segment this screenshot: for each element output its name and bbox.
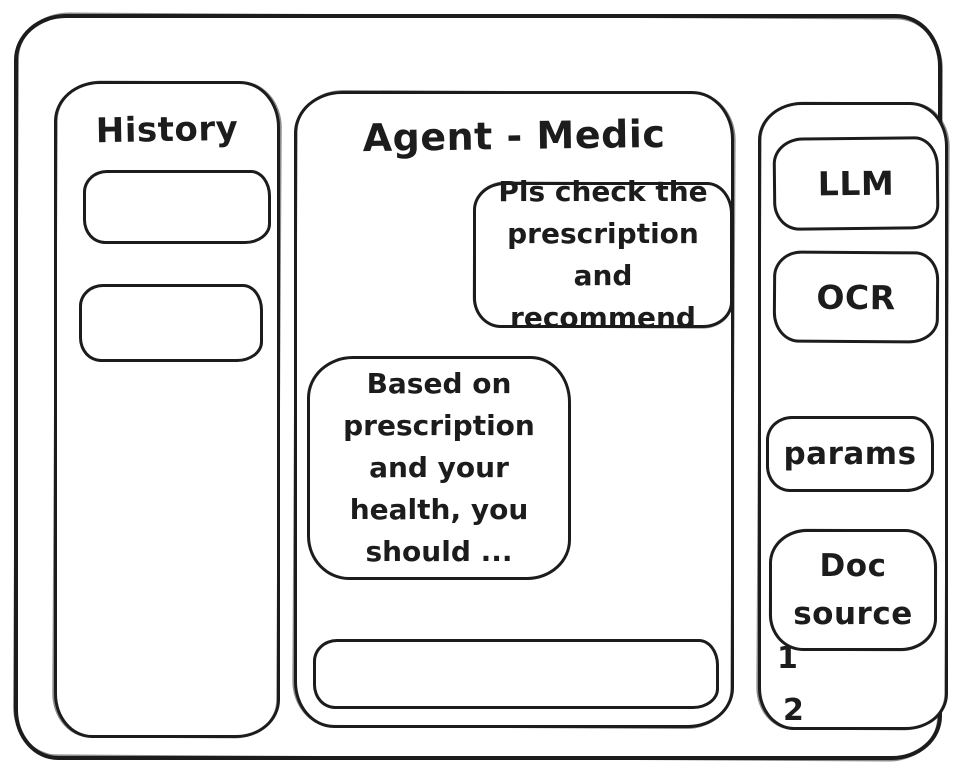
params-button-label: params (783, 436, 917, 472)
llm-button[interactable]: LLM (772, 136, 940, 231)
history-item[interactable] (83, 170, 271, 244)
ocr-button[interactable]: OCR (772, 250, 940, 344)
history-panel: History (54, 81, 280, 738)
doc-source-list-item[interactable]: 1 (777, 641, 798, 676)
assistant-message-text: Based on prescription and your health, y… (343, 367, 535, 568)
chat-input[interactable] (313, 639, 719, 709)
chat-title: Agent - Medic (362, 111, 666, 161)
user-message-text: Pls check the prescription and recommend (498, 175, 708, 334)
doc-source-list-item[interactable]: 2 (783, 693, 804, 728)
user-message-bubble: Pls check the prescription and recommend (473, 175, 733, 334)
assistant-message-bubble: Based on prescription and your health, y… (307, 356, 571, 580)
history-item[interactable] (79, 284, 263, 362)
ocr-button-label: OCR (816, 277, 896, 317)
llm-button-label: LLM (817, 163, 895, 204)
chat-panel: Agent - Medic Pls check the prescription… (294, 91, 734, 728)
history-title: History (95, 108, 239, 152)
tools-panel: LLM OCR params Doc source 1 2 (758, 102, 948, 730)
doc-source-button-label: Doc source (793, 547, 913, 632)
doc-source-button[interactable]: Doc source (769, 529, 937, 651)
app-frame: History Agent - Medic Pls check the pres… (14, 14, 948, 760)
params-button[interactable]: params (766, 416, 934, 492)
